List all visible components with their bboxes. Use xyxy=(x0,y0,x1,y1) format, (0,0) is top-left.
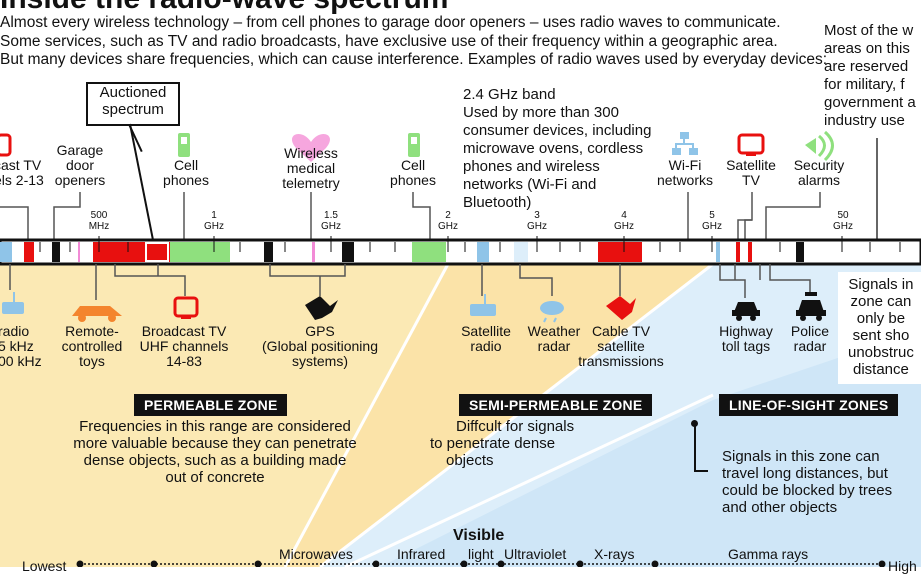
scale-microwaves: Microwaves xyxy=(279,546,353,562)
scale-visible-label: Visible xyxy=(453,527,505,544)
reserved-note: Most of the w areas on this are reserved… xyxy=(824,22,916,129)
satellite-dish-icon xyxy=(606,296,636,320)
scale-gamma: Gamma rays xyxy=(728,546,809,562)
tv-icon xyxy=(737,133,765,156)
line-of-sight-zone-tag: LINE-OF-SIGHT ZONES xyxy=(719,394,899,416)
alarm-icon xyxy=(805,130,834,162)
car-icon xyxy=(732,302,760,321)
los-note: Signals in zone can only be sent sho uno… xyxy=(848,276,914,378)
scale-ultraviolet: Ultraviolet xyxy=(504,546,567,562)
line-of-sight-zone-text: Signals in this zone can travel long dis… xyxy=(722,448,893,516)
cell-phone-icon xyxy=(408,133,420,157)
cell-phone-icon xyxy=(178,133,190,157)
intro-line-2: Some services, such as TV and radio broa… xyxy=(0,33,778,50)
tv-icon xyxy=(173,296,199,319)
intro-line-3: But many devices share frequencies, whic… xyxy=(0,51,828,68)
permeable-zone-tag: PERMEABLE ZONE xyxy=(134,394,288,416)
scale-light: light xyxy=(468,546,494,562)
rc-car-icon xyxy=(72,306,122,322)
top-label-broadcast-vhf: cast TVels 2-13 xyxy=(0,157,44,188)
satellite-icon xyxy=(305,296,338,320)
tv-icon xyxy=(0,133,12,157)
weather-radar-icon xyxy=(540,301,564,323)
permeable-zone-text: Frequencies in this range are considered… xyxy=(73,418,357,486)
network-icon xyxy=(672,132,698,155)
band-note: 2.4 GHz band Used by more than 300 consu… xyxy=(463,86,652,211)
satellite-radio-icon xyxy=(470,294,496,316)
heart-icon xyxy=(292,134,330,162)
scale-xrays: X-rays xyxy=(594,546,635,562)
police-car-icon xyxy=(796,292,826,321)
radio-icon xyxy=(2,292,24,314)
line-of-sight-zone-inner xyxy=(380,330,921,567)
semi-permeable-zone-tag: SEMI-PERMEABLE ZONE xyxy=(459,394,653,416)
intro-line-1: Almost every wireless technology – from … xyxy=(0,14,781,31)
auctioned-spectrum-box: Auctioned spectrum xyxy=(86,82,180,126)
semi-permeable-zone-text: Diffcult for signals to penetrate dense … xyxy=(430,418,575,469)
scale-infrared: Infrared xyxy=(397,546,446,562)
reserved-pointer xyxy=(876,138,878,256)
page-title: Inside the radio-wave spectrum xyxy=(0,0,448,16)
